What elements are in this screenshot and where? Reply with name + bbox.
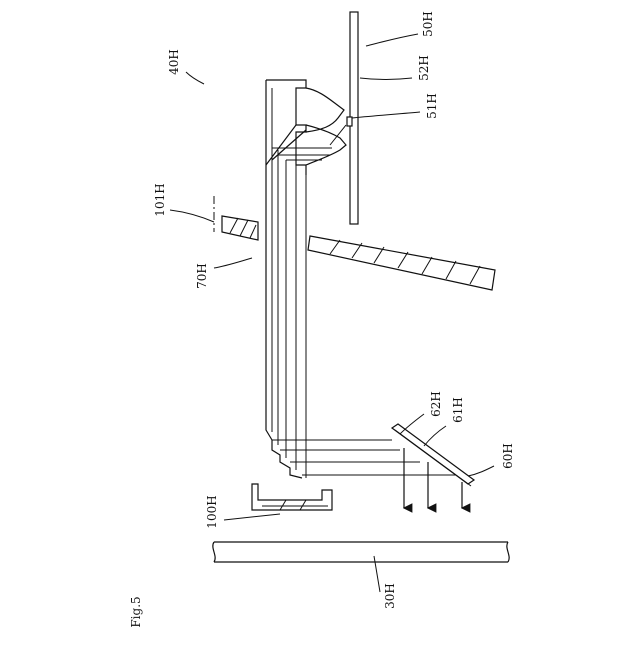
label-100h: 100H — [205, 495, 219, 528]
windshield-30h — [213, 542, 509, 562]
label-50h: 50H — [421, 11, 435, 37]
label-70h: 70H — [195, 263, 209, 289]
label-101h: 101H — [153, 183, 167, 216]
figure-caption: Fig.5 — [129, 596, 143, 627]
label-51h: 51H — [425, 93, 439, 119]
element-101h — [214, 196, 258, 240]
label-62h: 62H — [429, 391, 443, 417]
label-60h: 60H — [501, 443, 515, 469]
hatched-window-plate — [308, 236, 495, 290]
label-30h: 30H — [383, 583, 397, 609]
cover-100h — [252, 484, 332, 510]
reference-labels: 40H 50H 52H 51H 101H 70H 62H 61H 60H 100… — [129, 11, 515, 628]
label-52h: 52H — [417, 55, 431, 81]
label-40h: 40H — [167, 49, 181, 75]
element-51h — [347, 117, 352, 126]
label-61h: 61H — [451, 397, 465, 423]
